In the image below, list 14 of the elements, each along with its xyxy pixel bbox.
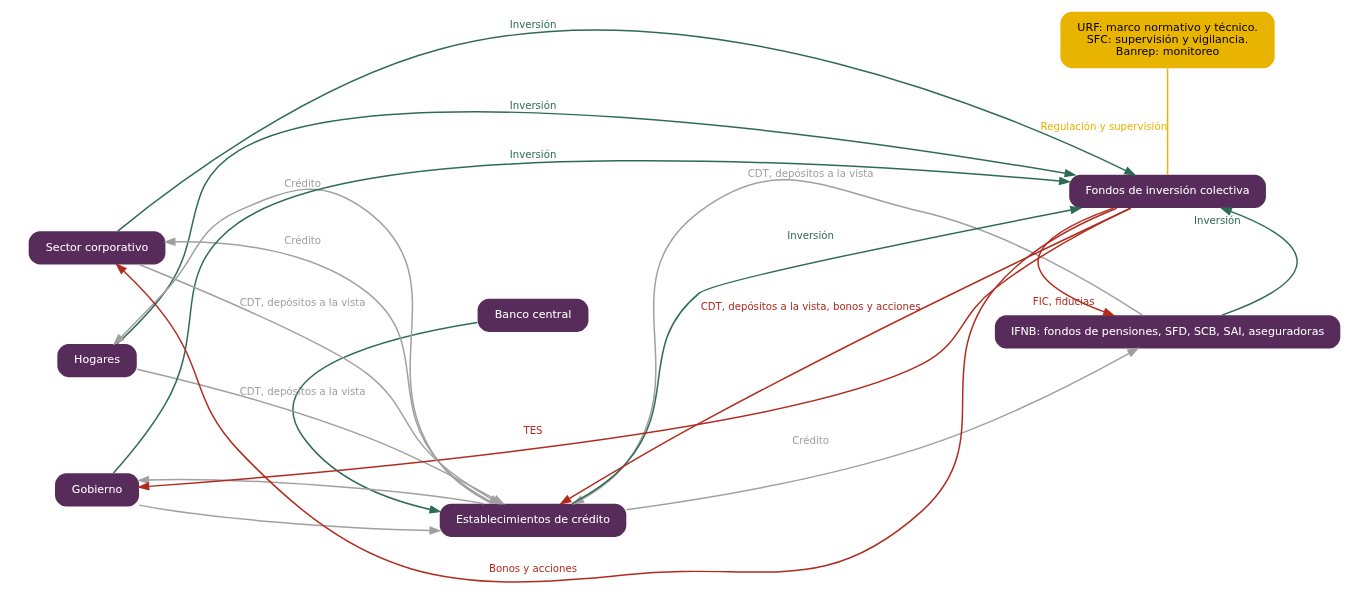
edge-label: Crédito <box>284 234 321 246</box>
edge-label: Inversión <box>787 230 834 242</box>
edge-label: Crédito <box>284 177 321 189</box>
edge-label: Inversión <box>509 18 557 30</box>
edge-label: Regulación y supervisión <box>1040 120 1168 132</box>
edge-label: CDT, depósitos a la vista <box>239 296 366 308</box>
edge-label: Inversión <box>1194 214 1241 226</box>
edge-label: TES <box>523 425 543 437</box>
edge-label: Inversión <box>509 100 557 112</box>
edge-label: CDT, depósitos a la vista <box>747 168 874 180</box>
edge-label: CDT, depósitos a la vista, bonos y acciones <box>700 300 921 312</box>
edge-label: Inversión <box>509 149 557 161</box>
edge-label: Bonos y acciones <box>489 562 578 574</box>
edge-label: Crédito <box>792 435 829 447</box>
